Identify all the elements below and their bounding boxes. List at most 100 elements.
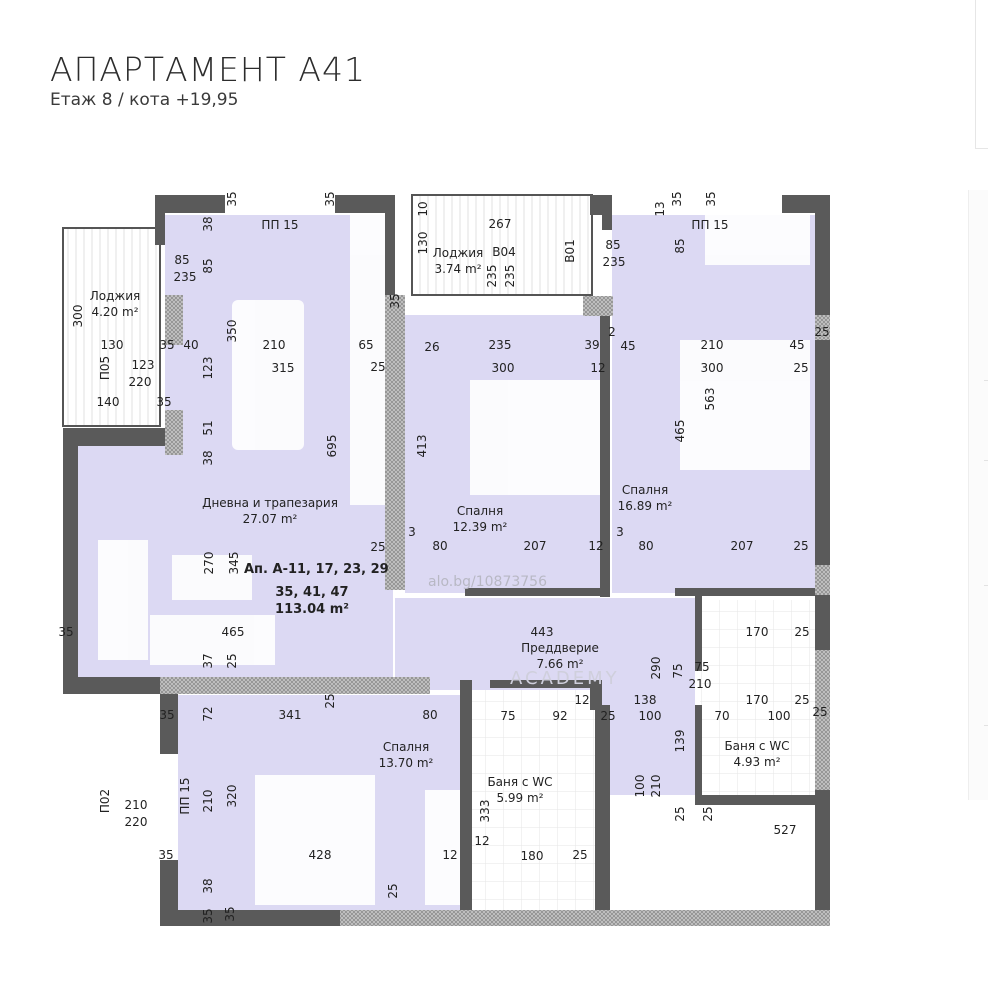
- dimension-label: 25: [673, 806, 687, 821]
- dimension-label: 25: [814, 325, 829, 339]
- dimension-label: 270: [202, 552, 216, 575]
- dimension-label: 25: [794, 693, 809, 707]
- dimension-label: 35: [223, 906, 237, 921]
- dimension-label: 207: [731, 539, 754, 553]
- dimension-label: 35: [159, 708, 174, 722]
- dimension-label: 465: [673, 420, 687, 443]
- dimension-label: 10: [416, 201, 430, 216]
- room-area: 12.39 m²: [453, 520, 508, 534]
- dimension-label: 341: [279, 708, 302, 722]
- dimension-label: 70: [714, 709, 729, 723]
- dimension-label: 51: [201, 420, 215, 435]
- dimension-label: 12: [590, 361, 605, 375]
- dimension-label: 35: [156, 395, 171, 409]
- dimension-label: 80: [432, 539, 447, 553]
- dimension-label: 235: [174, 270, 197, 284]
- room-area: 27.07 m²: [243, 512, 298, 526]
- dimension-label: 85: [174, 253, 189, 267]
- dimension-label: 85: [201, 258, 215, 273]
- dimension-label: 65: [358, 338, 373, 352]
- dimension-label: 25: [793, 361, 808, 375]
- dimension-label: 35: [158, 848, 173, 862]
- dimension-label: 290: [649, 657, 663, 680]
- dimension-label: 35: [323, 191, 337, 206]
- dimension-label: 35: [225, 191, 239, 206]
- dimension-label: 300: [492, 361, 515, 375]
- dimension-label: 38: [201, 216, 215, 231]
- dimension-label: 140: [97, 395, 120, 409]
- dimension-label: 465: [222, 625, 245, 639]
- dimension-label: 25: [323, 693, 337, 708]
- dimension-label: 92: [552, 709, 567, 723]
- side-info-card: [968, 190, 988, 800]
- dimension-label: 12: [574, 693, 589, 707]
- dimension-label: 12: [442, 848, 457, 862]
- dimension-label: 320: [225, 785, 239, 808]
- room-name: Преддверие: [521, 641, 599, 655]
- dimension-label: 300: [701, 361, 724, 375]
- room-area: 13.70 m²: [379, 756, 434, 770]
- room-name: Спалня: [383, 740, 429, 754]
- dimension-label: 25: [793, 539, 808, 553]
- dimension-label: 35: [201, 908, 215, 923]
- dimension-label: 25: [572, 848, 587, 862]
- dimension-label: 2: [608, 325, 616, 339]
- dimension-label: 26: [424, 340, 439, 354]
- hallway-lower: [600, 690, 695, 795]
- dimension-label: 220: [129, 375, 152, 389]
- apartment-numbers-2: 35, 41, 47: [275, 585, 348, 600]
- dimension-label: 40: [183, 338, 198, 352]
- room-area: 5.99 m²: [496, 791, 543, 805]
- room-name: Баня с WC: [487, 775, 552, 789]
- dimension-label: 100: [633, 775, 647, 798]
- dimension-label: 12: [588, 539, 603, 553]
- dimension-label: 80: [638, 539, 653, 553]
- dimension-label: 180: [521, 849, 544, 863]
- dimension-label: 123: [132, 358, 155, 372]
- page-subtitle: Етаж 8 / кота +19,95: [50, 90, 239, 110]
- dimension-label: 37: [201, 653, 215, 668]
- dimension-label: 235: [503, 265, 517, 288]
- room-name: Баня с WC: [724, 739, 789, 753]
- dimension-label: 85: [605, 238, 620, 252]
- apartment-total-area: 113.04 m²: [275, 602, 349, 617]
- loggia-left: [62, 227, 161, 427]
- dimension-label: 85: [673, 238, 687, 253]
- dimension-label: 138: [634, 693, 657, 707]
- dimension-label: 25: [370, 540, 385, 554]
- dimension-label: ПП 15: [178, 777, 192, 814]
- dimension-label: 235: [485, 265, 499, 288]
- room-area: 7.66 m²: [536, 657, 583, 671]
- hallway: [395, 598, 695, 690]
- dimension-label: ПП 15: [691, 218, 728, 232]
- dimension-label: 207: [524, 539, 547, 553]
- dimension-label: 170: [746, 693, 769, 707]
- dimension-label: B01: [563, 239, 577, 263]
- dimension-label: 210: [689, 677, 712, 691]
- dimension-label: 210: [125, 798, 148, 812]
- dimension-label: 13: [653, 201, 667, 216]
- room-area: 3.74 m²: [434, 262, 481, 276]
- room-name: Спалня: [622, 483, 668, 497]
- dimension-label: 345: [227, 552, 241, 575]
- dimension-label: 139: [673, 730, 687, 753]
- loggia-top: [411, 194, 593, 296]
- dimension-label: 25: [370, 360, 385, 374]
- dimension-label: 210: [263, 338, 286, 352]
- room-name: Спалня: [457, 504, 503, 518]
- dimension-label: 123: [201, 357, 215, 380]
- dimension-label: 3: [408, 525, 416, 539]
- dimension-label: 25: [600, 709, 615, 723]
- dimension-label: 25: [701, 806, 715, 821]
- dimension-label: 220: [125, 815, 148, 829]
- dimension-label: 35: [704, 191, 718, 206]
- dimension-label: 35: [388, 293, 402, 308]
- dimension-label: 210: [701, 338, 724, 352]
- room-name: Дневна и трапезария: [202, 496, 338, 510]
- dimension-label: 35: [159, 338, 174, 352]
- room-area: 4.20 m²: [91, 305, 138, 319]
- dimension-label: 333: [478, 800, 492, 823]
- dimension-label: 235: [603, 255, 626, 269]
- dimension-label: 100: [768, 709, 791, 723]
